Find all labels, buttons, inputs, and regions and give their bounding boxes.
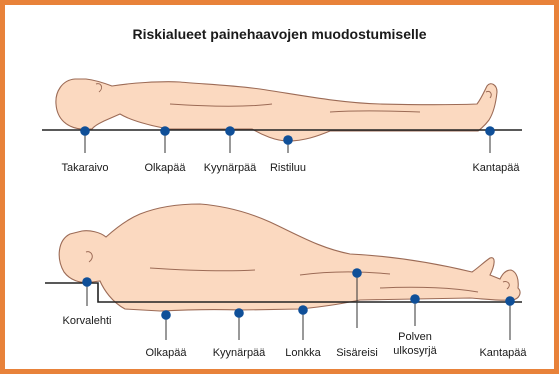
- side-label-lonkka: Lonkka: [285, 347, 321, 359]
- supine-label-kyynarpaa: Kyynärpää: [204, 162, 257, 174]
- side-marker-sisareisi: [352, 268, 362, 278]
- side-label-polven: Polven: [398, 331, 432, 343]
- supine-body: [56, 79, 497, 141]
- side-marker-kantapaa: [505, 296, 515, 306]
- supine-label-ristiluu: Ristiluu: [270, 162, 306, 174]
- side-label-ulkosyrja: ulkosyrjä: [393, 345, 437, 357]
- side-label-kantapaa: Kantapää: [479, 347, 527, 359]
- side-label-olkapaa: Olkapää: [146, 347, 188, 359]
- supine-figure: Takaraivo Olkapää Kyynärpää Ristiluu Kan…: [42, 79, 522, 174]
- supine-marker-ristiluu: [283, 135, 293, 145]
- side-marker-olkapaa: [161, 310, 171, 320]
- side-marker-lonkka: [298, 305, 308, 315]
- supine-marker-takaraivo: [80, 126, 90, 136]
- supine-marker-kyynarpaa: [225, 126, 235, 136]
- side-marker-korvalehti: [82, 277, 92, 287]
- side-label-sisareisi: Sisäreisi: [336, 347, 378, 359]
- side-label-korvalehti: Korvalehti: [63, 315, 112, 327]
- supine-label-takaraivo: Takaraivo: [61, 162, 108, 174]
- side-body: [59, 204, 520, 311]
- supine-marker-kantapaa: [485, 126, 495, 136]
- side-lying-figure: Korvalehti Olkapää Kyynärpää Lonkka Sisä…: [45, 204, 527, 359]
- side-label-kyynarpaa: Kyynärpää: [213, 347, 266, 359]
- supine-marker-olkapaa: [160, 126, 170, 136]
- side-marker-polven: [410, 294, 420, 304]
- supine-label-kantapaa: Kantapää: [472, 162, 520, 174]
- side-marker-kyynarpaa: [234, 308, 244, 318]
- supine-label-olkapaa: Olkapää: [145, 162, 187, 174]
